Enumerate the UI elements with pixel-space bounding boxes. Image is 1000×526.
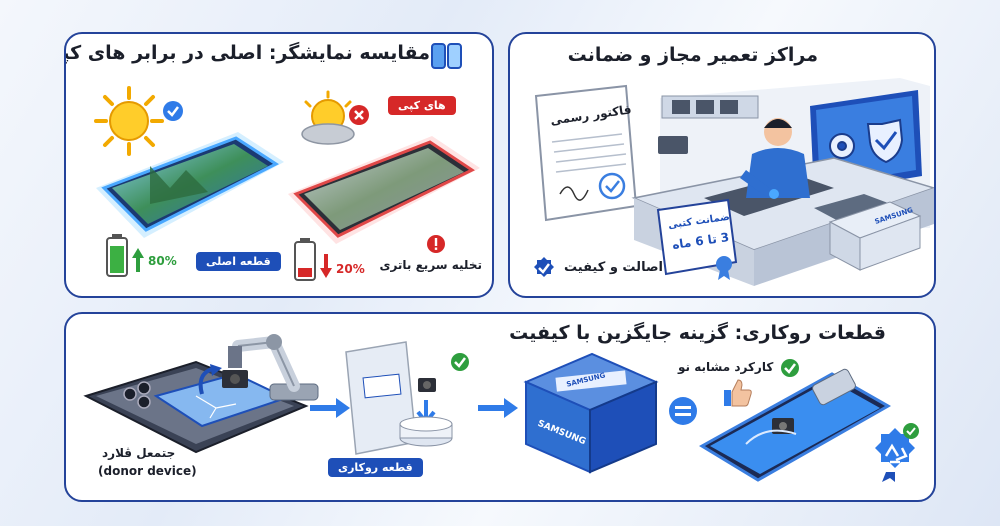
cloudy-sun-icon xyxy=(301,90,355,145)
like-new-label: کارکرد مشابه نو xyxy=(678,360,774,374)
service-title: مراکز تعمیر مجاز و ضمانت xyxy=(567,44,818,66)
donor-device-label-2: (donor device) xyxy=(98,464,197,478)
verified-badge-icon xyxy=(534,257,554,277)
phones-icon xyxy=(431,43,462,69)
refurb-check-icon xyxy=(451,353,469,371)
invoice-document xyxy=(534,84,638,222)
shield-icon xyxy=(874,124,875,125)
like-new-check-icon xyxy=(781,359,799,377)
refurbished-parts-panel: قطعات روکاری: گزینه جایگزین با کیفیت جتم… xyxy=(64,312,936,502)
fast-drain-label: تخلیه سریع باتری xyxy=(379,258,482,272)
technician-illustration xyxy=(740,118,810,199)
arrow-down-icon xyxy=(320,254,332,278)
display-comparison-panel: مقایسه نمایشگر: اصلی در برابر های کپی xyxy=(64,32,494,298)
recycle-check-icon xyxy=(903,423,919,439)
comparison-title: مقایسه نمایشگر: اصلی در برابر های کپی xyxy=(64,42,430,64)
refurb-title: قطعات روکاری: گزینه جایگزین با کیفیت xyxy=(509,322,886,344)
donor-device-label-1: جتمعل ڤلارد xyxy=(102,446,176,460)
copy-badge: های کپی xyxy=(388,96,456,115)
repaired-phone-illustration xyxy=(699,368,892,482)
arrow-right-icon xyxy=(310,398,350,418)
warning-icon xyxy=(427,235,445,253)
refurb-part-badge: قطعه روکاری xyxy=(328,458,423,477)
copy-phone-illustration xyxy=(288,136,480,244)
equals-icon xyxy=(669,397,697,425)
gear-icon xyxy=(828,130,829,131)
refurb-part-illustration xyxy=(345,341,453,455)
original-battery-value: 80% xyxy=(148,254,177,268)
battery-low-icon xyxy=(294,238,316,281)
recycle-icon xyxy=(875,428,915,482)
original-phone-illustration xyxy=(96,132,284,238)
battery-full-icon xyxy=(106,234,128,277)
arrow-right-icon-2 xyxy=(478,398,518,418)
thumbs-up-icon xyxy=(724,379,752,407)
authenticity-label: اصالت و کیفیت xyxy=(564,260,663,275)
samsung-box xyxy=(828,201,922,271)
sun-icon xyxy=(94,86,164,156)
original-part-badge: قطعه اصلی xyxy=(196,252,281,271)
check-badge-icon xyxy=(163,101,183,121)
samsung-package-box xyxy=(523,352,659,474)
arrow-up-icon xyxy=(132,248,144,272)
parts-shelf xyxy=(658,95,759,154)
copy-battery-value: 20% xyxy=(336,262,365,276)
error-badge-icon xyxy=(349,105,369,125)
warranty-card xyxy=(656,198,738,280)
service-center-panel: مراکز تعمیر مجاز و ضمانت فاکتور رسمی xyxy=(508,32,936,298)
robotic-arm-illustration xyxy=(222,334,319,401)
